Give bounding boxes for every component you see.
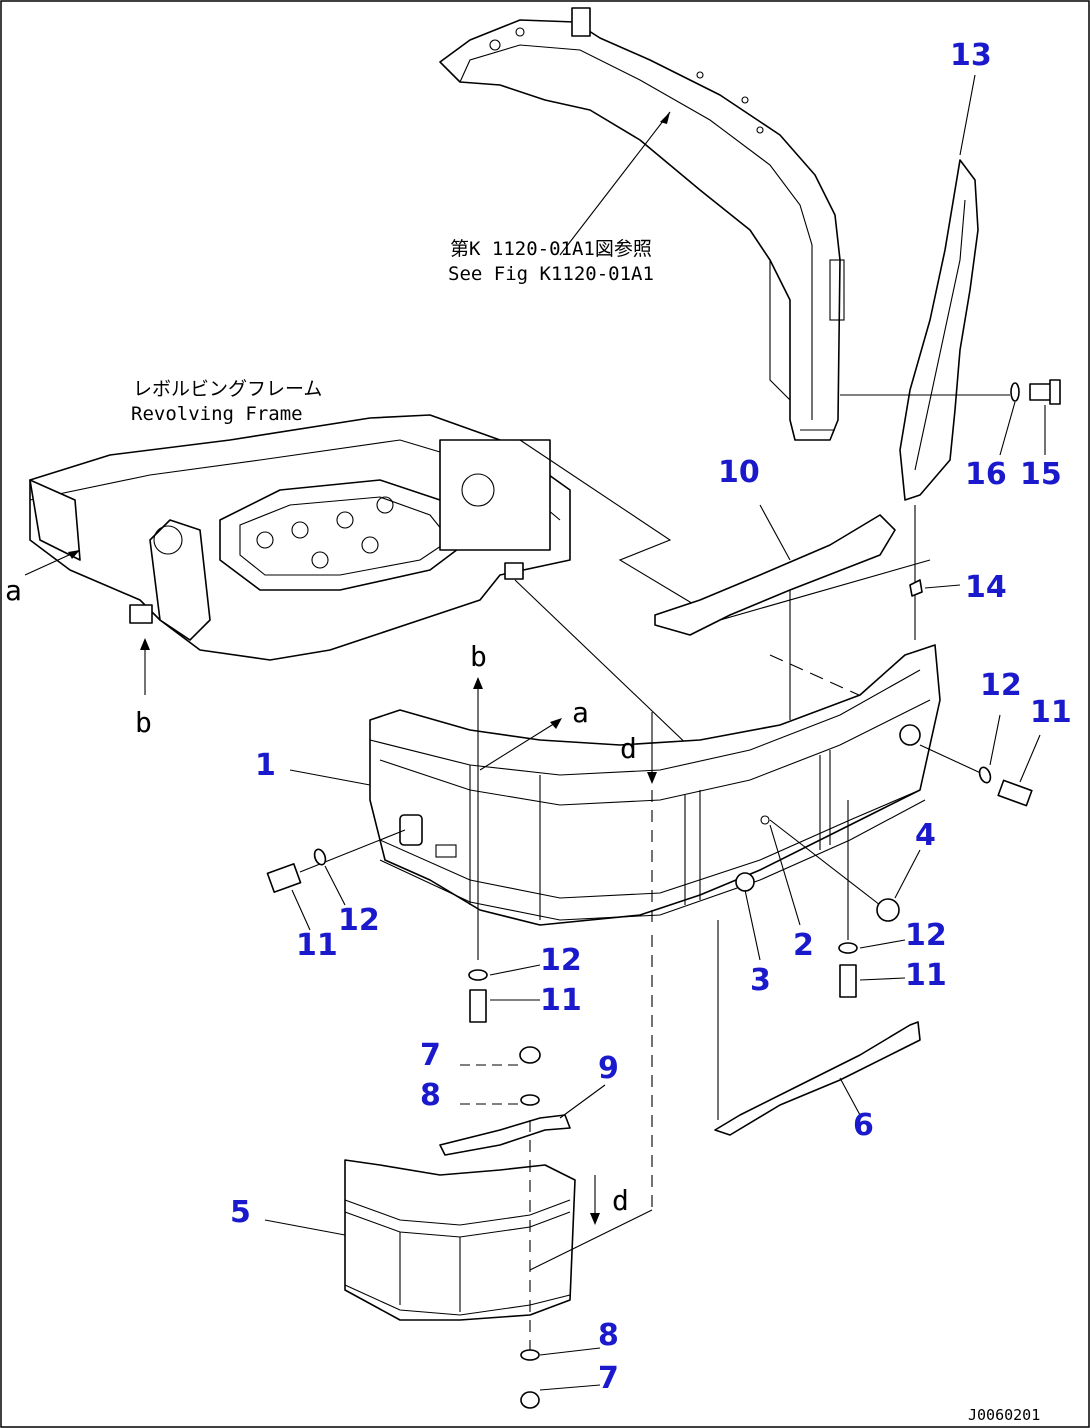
label-b-upper: b: [470, 640, 487, 673]
callout-4: 4: [915, 818, 936, 853]
callout-11-bottom-right: 11: [905, 958, 947, 993]
part-1-counterweight: [369, 644, 941, 926]
callout-7-upper: 7: [420, 1038, 441, 1073]
upper-frame-boss: [571, 7, 591, 37]
revolving-frame-part: [29, 414, 571, 661]
part-7-cap-upper: [519, 1046, 541, 1064]
washer-12-left: [313, 848, 327, 866]
bolt-11-left: [266, 863, 302, 893]
washer-12-right: [978, 766, 992, 784]
washer-16: [1010, 382, 1020, 402]
note-see-fig-jp: 第K 1120-01A1図参照: [450, 238, 652, 260]
callout-12-left: 12: [338, 903, 380, 938]
callout-12-right: 12: [980, 668, 1022, 703]
callout-12-center: 12: [540, 943, 582, 978]
callout-14: 14: [965, 570, 1007, 605]
part-3-plug: [735, 872, 755, 892]
part-4-plug: [876, 898, 900, 922]
washer-12-center: [468, 969, 488, 981]
part-9-shim: [439, 1114, 571, 1156]
callout-8-upper: 8: [420, 1078, 441, 1113]
lifting-eye-left: [399, 814, 423, 846]
label-a-mid: a: [572, 696, 589, 729]
callout-3: 3: [750, 963, 771, 998]
callout-5: 5: [230, 1195, 251, 1230]
part-8-washer-upper: [520, 1094, 540, 1106]
callout-11-left: 11: [296, 928, 338, 963]
leader-see-fig: [559, 111, 671, 256]
callout-6: 6: [853, 1108, 874, 1143]
callout-7-lower: 7: [598, 1361, 619, 1396]
lifting-eye-right: [899, 724, 921, 746]
bolt-11-center: [469, 989, 487, 1023]
drawing-code: J0060201: [968, 1406, 1040, 1424]
callout-1: 1: [255, 748, 276, 783]
note-frame-en: Revolving Frame: [131, 403, 303, 425]
note-see-fig-en: See Fig K1120-01A1: [448, 263, 654, 285]
callout-16: 16: [965, 457, 1007, 492]
part-7-cap-lower: [520, 1391, 540, 1409]
bolt-11-right: [997, 779, 1033, 807]
part-6-bar: [714, 1021, 921, 1136]
callout-8-lower: 8: [598, 1318, 619, 1353]
callout-13: 13: [950, 38, 992, 73]
note-frame-jp: レボルビングフレーム: [133, 378, 322, 400]
bolt-11-bottom-right: [839, 964, 857, 998]
label-b-left: b: [135, 706, 152, 739]
part-10-plate: [654, 514, 896, 636]
callout-15: 15: [1020, 457, 1062, 492]
callout-10: 10: [718, 455, 760, 490]
label-d-lower: d: [612, 1184, 629, 1217]
callout-12-bottom-right: 12: [905, 918, 947, 953]
callout-11-right: 11: [1030, 695, 1072, 730]
part-2-hole: [760, 815, 770, 825]
upper-frame-part: [439, 7, 845, 441]
part-5-counterweight: [344, 1159, 576, 1321]
callout-9: 9: [598, 1051, 619, 1086]
part-14-clip: [909, 579, 923, 597]
part-8-washer-lower: [520, 1349, 540, 1361]
callout-2: 2: [793, 928, 814, 963]
label-d-upper: d: [620, 732, 637, 765]
frame-counterweight-mount: [439, 439, 551, 551]
label-a-left: a: [5, 574, 22, 607]
washer-12-bottom-right: [838, 942, 858, 954]
callout-11-center: 11: [540, 983, 582, 1018]
part-13-panel: [899, 159, 979, 501]
